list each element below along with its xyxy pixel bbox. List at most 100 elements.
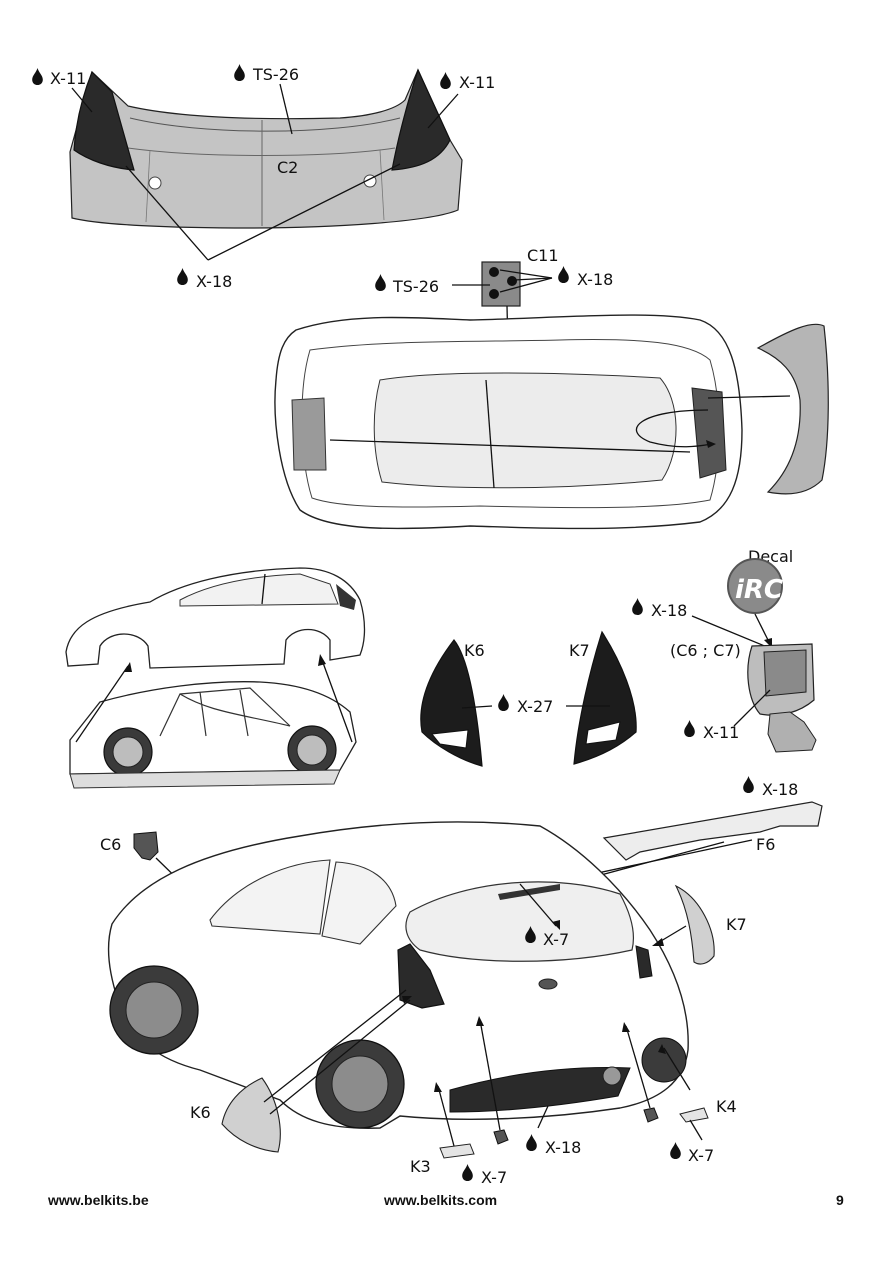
- paint-code: X-18: [545, 1138, 581, 1157]
- panel-seam: [379, 149, 385, 221]
- assembly-arrow: [321, 659, 353, 743]
- taillight-right: [391, 68, 451, 171]
- rear-window: [405, 881, 635, 962]
- part-number: F6: [756, 835, 775, 854]
- body-chassis-assembly: [65, 567, 366, 789]
- part-k3: [439, 1143, 475, 1159]
- arrowhead: [622, 1022, 630, 1032]
- left-taillight: [397, 943, 445, 1009]
- rear-panel-c2: [69, 68, 463, 229]
- paint-drop-icon: [177, 268, 188, 285]
- roof-section: [373, 372, 677, 489]
- footer-center-url[interactable]: www.belkits.com: [383, 1192, 497, 1208]
- paint-code: X-11: [703, 723, 739, 742]
- paint-code: X-18: [577, 270, 613, 289]
- arrowhead: [476, 1016, 484, 1026]
- arrowhead: [318, 654, 326, 666]
- leader-line: [125, 165, 209, 261]
- exhaust: [602, 1066, 622, 1086]
- left-side-panel: [291, 397, 327, 471]
- right-taillight: [635, 945, 653, 979]
- paint-drop-icon: [440, 72, 451, 89]
- leader-line: [513, 277, 553, 281]
- side-window: [209, 859, 331, 935]
- part-number: K7: [569, 641, 590, 660]
- arrowhead: [552, 920, 560, 930]
- leader-line: [689, 1119, 703, 1141]
- part-number: C2: [277, 158, 298, 177]
- paint-code: X-7: [543, 930, 569, 949]
- leader-line: [461, 705, 493, 709]
- leader-line: [625, 1025, 651, 1109]
- footer-left-url[interactable]: www.belkits.be: [47, 1192, 149, 1208]
- irc-decal-logo: [727, 558, 783, 614]
- small-fitting: [493, 1129, 509, 1145]
- ford-badge: [538, 978, 558, 990]
- leader-line: [437, 1085, 455, 1147]
- leader-line: [279, 83, 293, 135]
- chassis-floor: [69, 769, 341, 789]
- assembly-arrow: [75, 665, 129, 743]
- paint-drop-icon: [526, 1134, 537, 1151]
- car-window: [179, 573, 339, 607]
- body-inner-outline: [301, 339, 720, 509]
- rear-panel-c2-assembly: X-11 TS-26 X-11 C2 X-18: [32, 64, 495, 291]
- part-numbers: (C6 ; C7): [670, 641, 741, 660]
- c11-bulb: [507, 276, 517, 286]
- roll-cage: [159, 687, 291, 737]
- paint-drop-icon: [558, 266, 569, 283]
- taillight-left: [73, 70, 135, 171]
- k7-glass-insert: [585, 721, 621, 745]
- rear-wing-f6: [602, 801, 823, 861]
- irc-logo-text: iRC: [735, 575, 783, 605]
- front-wheel-rim: [331, 1055, 389, 1113]
- part-number: K3: [410, 1157, 431, 1176]
- leader-line: [519, 883, 557, 927]
- rear-light-detail: [336, 584, 356, 610]
- body-line: [329, 439, 691, 453]
- part-number: K6: [464, 641, 485, 660]
- mirror-stalk: [767, 711, 817, 753]
- arrowhead: [434, 1082, 442, 1092]
- paint-code: X-18: [651, 601, 687, 620]
- arrowhead: [652, 938, 664, 946]
- assembly-arrow: [707, 395, 791, 399]
- paint-code: X-11: [459, 73, 495, 92]
- part-c6: [133, 831, 159, 861]
- arrowhead: [402, 996, 412, 1004]
- mirror-glass: [763, 649, 807, 697]
- page-number: 9: [836, 1192, 844, 1208]
- panel-crease: [127, 147, 396, 156]
- paint-drop-icon: [743, 776, 754, 793]
- wheel-rim: [112, 736, 144, 768]
- panel-seam: [145, 149, 151, 223]
- arrowhead: [706, 440, 716, 448]
- paint-code: TS-26: [392, 277, 439, 296]
- panel-top-rim: [129, 117, 401, 132]
- part-number: K4: [716, 1097, 737, 1116]
- paint-code: X-27: [517, 697, 553, 716]
- leader-line: [499, 269, 553, 279]
- body-line: [485, 379, 495, 489]
- paint-drop-icon: [375, 274, 386, 291]
- part-number: K6: [190, 1103, 211, 1122]
- paint-drop-icon: [32, 68, 43, 85]
- paint-code: X-18: [762, 780, 798, 799]
- body-line: [261, 573, 266, 605]
- part-number: C6: [100, 835, 121, 854]
- right-wheel: [641, 1037, 687, 1083]
- paint-code: X-7: [688, 1146, 714, 1165]
- arrowhead: [658, 1044, 666, 1054]
- leader-line: [733, 689, 771, 727]
- brake-light-bar: [498, 884, 560, 900]
- paint-code: X-11: [50, 69, 86, 88]
- rear-three-quarter-assembly: X-18 F6 C6 X-7 K7 K6: [100, 776, 823, 1187]
- c11-bulb: [489, 267, 499, 277]
- paint-drop-icon: [498, 694, 509, 711]
- k6-glass-insert: [431, 729, 469, 749]
- paint-code: X-7: [481, 1168, 507, 1187]
- paint-drop-icon: [234, 64, 245, 81]
- leader-line: [663, 1047, 691, 1091]
- part-number: C11: [527, 246, 559, 265]
